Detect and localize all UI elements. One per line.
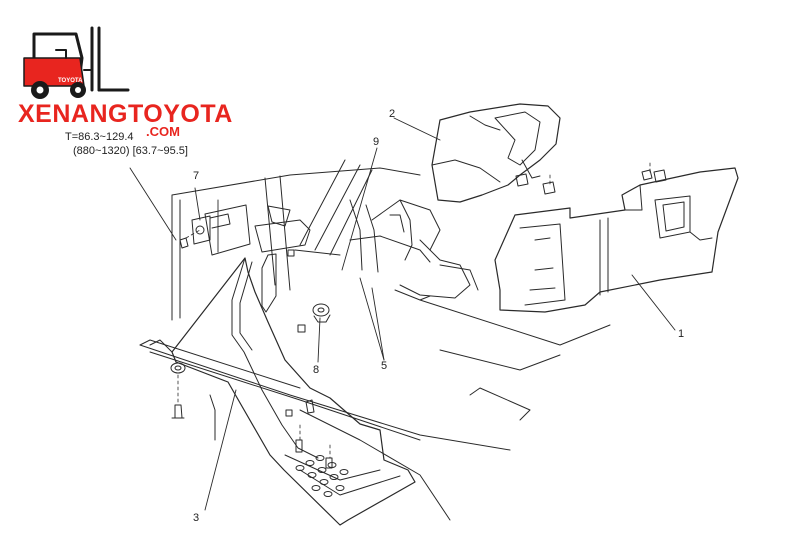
part-2-cover [431, 103, 561, 203]
brand-name: XENANGTOYOTA [18, 100, 233, 128]
torque-spec-line2: (880~1320) [63.7~95.5] [73, 145, 188, 157]
callout-2: 2 [389, 108, 396, 120]
callout-8: 8 [313, 364, 320, 376]
callout-1: 1 [678, 328, 685, 340]
torque-spec-line1: T=86.3~129.4 [65, 131, 134, 143]
leader-lines [129, 117, 676, 511]
part-1-panel [494, 167, 739, 313]
brand-domain: .COM [146, 124, 180, 139]
callout-3: 3 [193, 512, 200, 524]
part-8-clip [312, 303, 331, 323]
forklift-icon [23, 26, 130, 99]
forklift-badge: TOYOTA [58, 78, 83, 84]
part-7-bracket [179, 213, 231, 249]
callout-5: 5 [381, 360, 388, 372]
hidden-lines [177, 162, 651, 459]
callout-9: 9 [373, 136, 380, 148]
frame-background [139, 167, 611, 521]
steering-column [267, 159, 479, 301]
part-3-step-panel [149, 253, 416, 526]
callout-7: 7 [193, 170, 200, 182]
